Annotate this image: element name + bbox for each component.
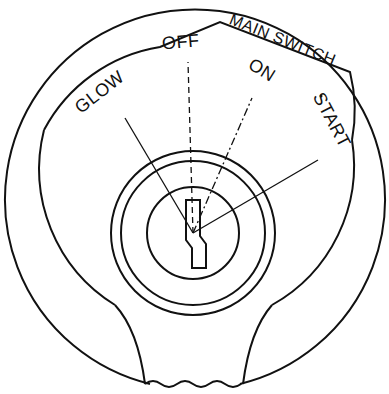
- inner-bezel-right: [272, 140, 354, 305]
- housing-line: [115, 305, 145, 384]
- off-indicator: [188, 62, 193, 233]
- start-indicator: [193, 160, 318, 233]
- on-indicator: [193, 98, 252, 233]
- break-line: [145, 381, 241, 387]
- outer-dial: [5, 9, 385, 384]
- glow-indicator: [125, 118, 193, 233]
- position-label: OFF: [159, 30, 202, 54]
- position-label: ON: [243, 53, 281, 87]
- key-slot: [186, 200, 206, 268]
- inner-bezel-left: [39, 130, 115, 305]
- position-label: START: [308, 87, 356, 153]
- position-label: GLOW: [70, 65, 130, 118]
- switch-title: MAIN SWITCH: [225, 10, 340, 71]
- housing-line: [243, 305, 272, 384]
